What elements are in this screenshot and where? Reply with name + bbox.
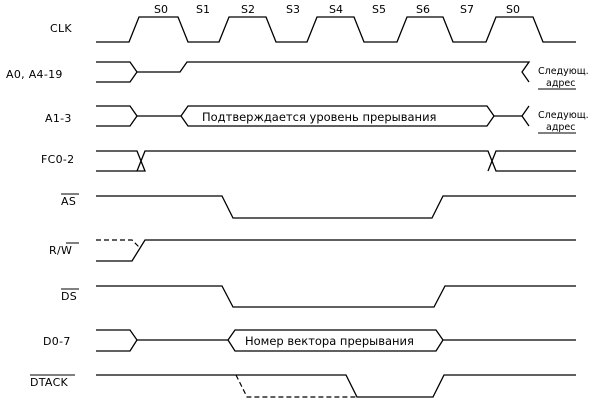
state-label-s6: S6 bbox=[416, 3, 430, 16]
signal-labels: CLK A0, A4-19 A1-3 FC0-2 AS R/W DS D0-7 … bbox=[6, 22, 79, 389]
a0-a4-19-waveform bbox=[96, 61, 531, 83]
dtack-waveform bbox=[96, 374, 576, 398]
state-label-s5: S5 bbox=[372, 3, 386, 16]
state-label-s2: S2 bbox=[241, 3, 255, 16]
clk-waveform bbox=[96, 16, 576, 43]
signal-label-a1-3: A1-3 bbox=[45, 112, 72, 125]
state-label-s0: S0 bbox=[154, 3, 168, 16]
signal-label-as: AS bbox=[61, 195, 76, 208]
signal-label-rw: R/W bbox=[49, 244, 72, 257]
next-address-label-2b: адрес bbox=[546, 122, 576, 133]
state-label-s3: S3 bbox=[286, 3, 300, 16]
signal-label-ds: DS bbox=[61, 290, 77, 303]
state-label-s1: S1 bbox=[196, 3, 210, 16]
rw-waveform bbox=[96, 239, 576, 262]
state-labels: S0 S1 S2 S3 S4 S5 S6 S7 S0 bbox=[154, 3, 520, 16]
fc0-2-waveform bbox=[96, 150, 576, 172]
d0-7-waveform bbox=[96, 329, 576, 352]
signal-label-fc0-2: FC0-2 bbox=[41, 153, 74, 166]
signal-label-clk: CLK bbox=[50, 22, 72, 35]
next-address-label-1b: адрес bbox=[546, 78, 576, 89]
d0-7-bus-label: Номер вектора прерывания bbox=[245, 334, 414, 348]
ds-waveform bbox=[96, 285, 576, 308]
as-waveform bbox=[96, 195, 576, 219]
state-label-s0-next: S0 bbox=[506, 3, 520, 16]
next-address-label-1: Следующ. bbox=[538, 66, 589, 77]
state-label-s4: S4 bbox=[329, 3, 343, 16]
signal-label-dtack: DTACK bbox=[30, 376, 69, 389]
a1-3-waveform bbox=[96, 105, 530, 127]
next-address-label-2: Следующ. bbox=[538, 110, 589, 121]
state-label-s7: S7 bbox=[460, 3, 474, 16]
a1-3-bus-label: Подтверждается уровень прерывания bbox=[202, 110, 436, 124]
signal-label-d0-7: D0-7 bbox=[43, 335, 71, 348]
signal-label-a0-a4-19: A0, A4-19 bbox=[6, 68, 63, 81]
